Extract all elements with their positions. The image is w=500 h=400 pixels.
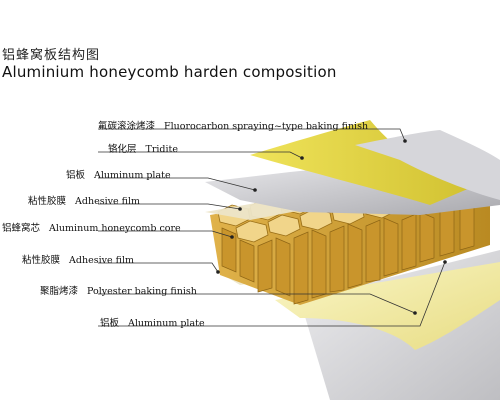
- label-en: Aluminum plate: [94, 170, 171, 181]
- label-aluminum-plate-bottom: 铝板 Aluminum plate: [100, 315, 205, 329]
- label-cn: 粘性胶膜: [22, 255, 61, 266]
- label-en: Adhesive film: [75, 196, 141, 207]
- label-cn: 铝板: [100, 318, 120, 329]
- label-en: Polyester baking finish: [87, 286, 197, 297]
- label-honeycomb-core: 铝蜂窝芯 Aluminum honeycomb core: [2, 220, 181, 234]
- label-adhesive-film-lower: 粘性胶膜 Adhesive film: [22, 252, 134, 266]
- label-en: Fluorocarbon spraying~type baking finish: [164, 121, 369, 132]
- label-tridite: 铬化层 Tridite: [108, 141, 178, 155]
- label-adhesive-film-upper: 粘性胶膜 Adhesive film: [28, 193, 140, 207]
- label-en: Adhesive film: [69, 255, 135, 266]
- label-polyester-finish: 聚脂烤漆 Polyester baking finish: [40, 283, 197, 297]
- label-fluorocarbon-finish: 氟碳滚涂烤漆 Fluorocarbon spraying~type baking …: [98, 118, 368, 132]
- label-cn: 铝蜂窝芯: [2, 223, 41, 234]
- label-en: Aluminum plate: [128, 318, 205, 329]
- label-cn: 铬化层: [108, 144, 137, 155]
- label-cn: 铝板: [66, 170, 86, 181]
- label-cn: 氟碳滚涂烤漆: [98, 121, 156, 132]
- label-en: Aluminum honeycomb core: [49, 223, 181, 234]
- polyester-finish-layer: [275, 262, 500, 350]
- diagram-title-cn: 铝蜂窝板结构图: [2, 48, 101, 63]
- label-aluminum-plate-top: 铝板 Aluminum plate: [66, 167, 171, 181]
- label-cn: 粘性胶膜: [28, 196, 67, 207]
- tridite-layer: [250, 120, 470, 205]
- label-cn: 聚脂烤漆: [40, 286, 79, 297]
- diagram-title-en: Aluminium honeycomb harden composition: [2, 63, 337, 81]
- leader-lines: [98, 128, 446, 327]
- fluorocarbon-finish-layer: [355, 130, 500, 200]
- label-en: Tridite: [145, 144, 178, 155]
- leader-dots: [216, 139, 447, 315]
